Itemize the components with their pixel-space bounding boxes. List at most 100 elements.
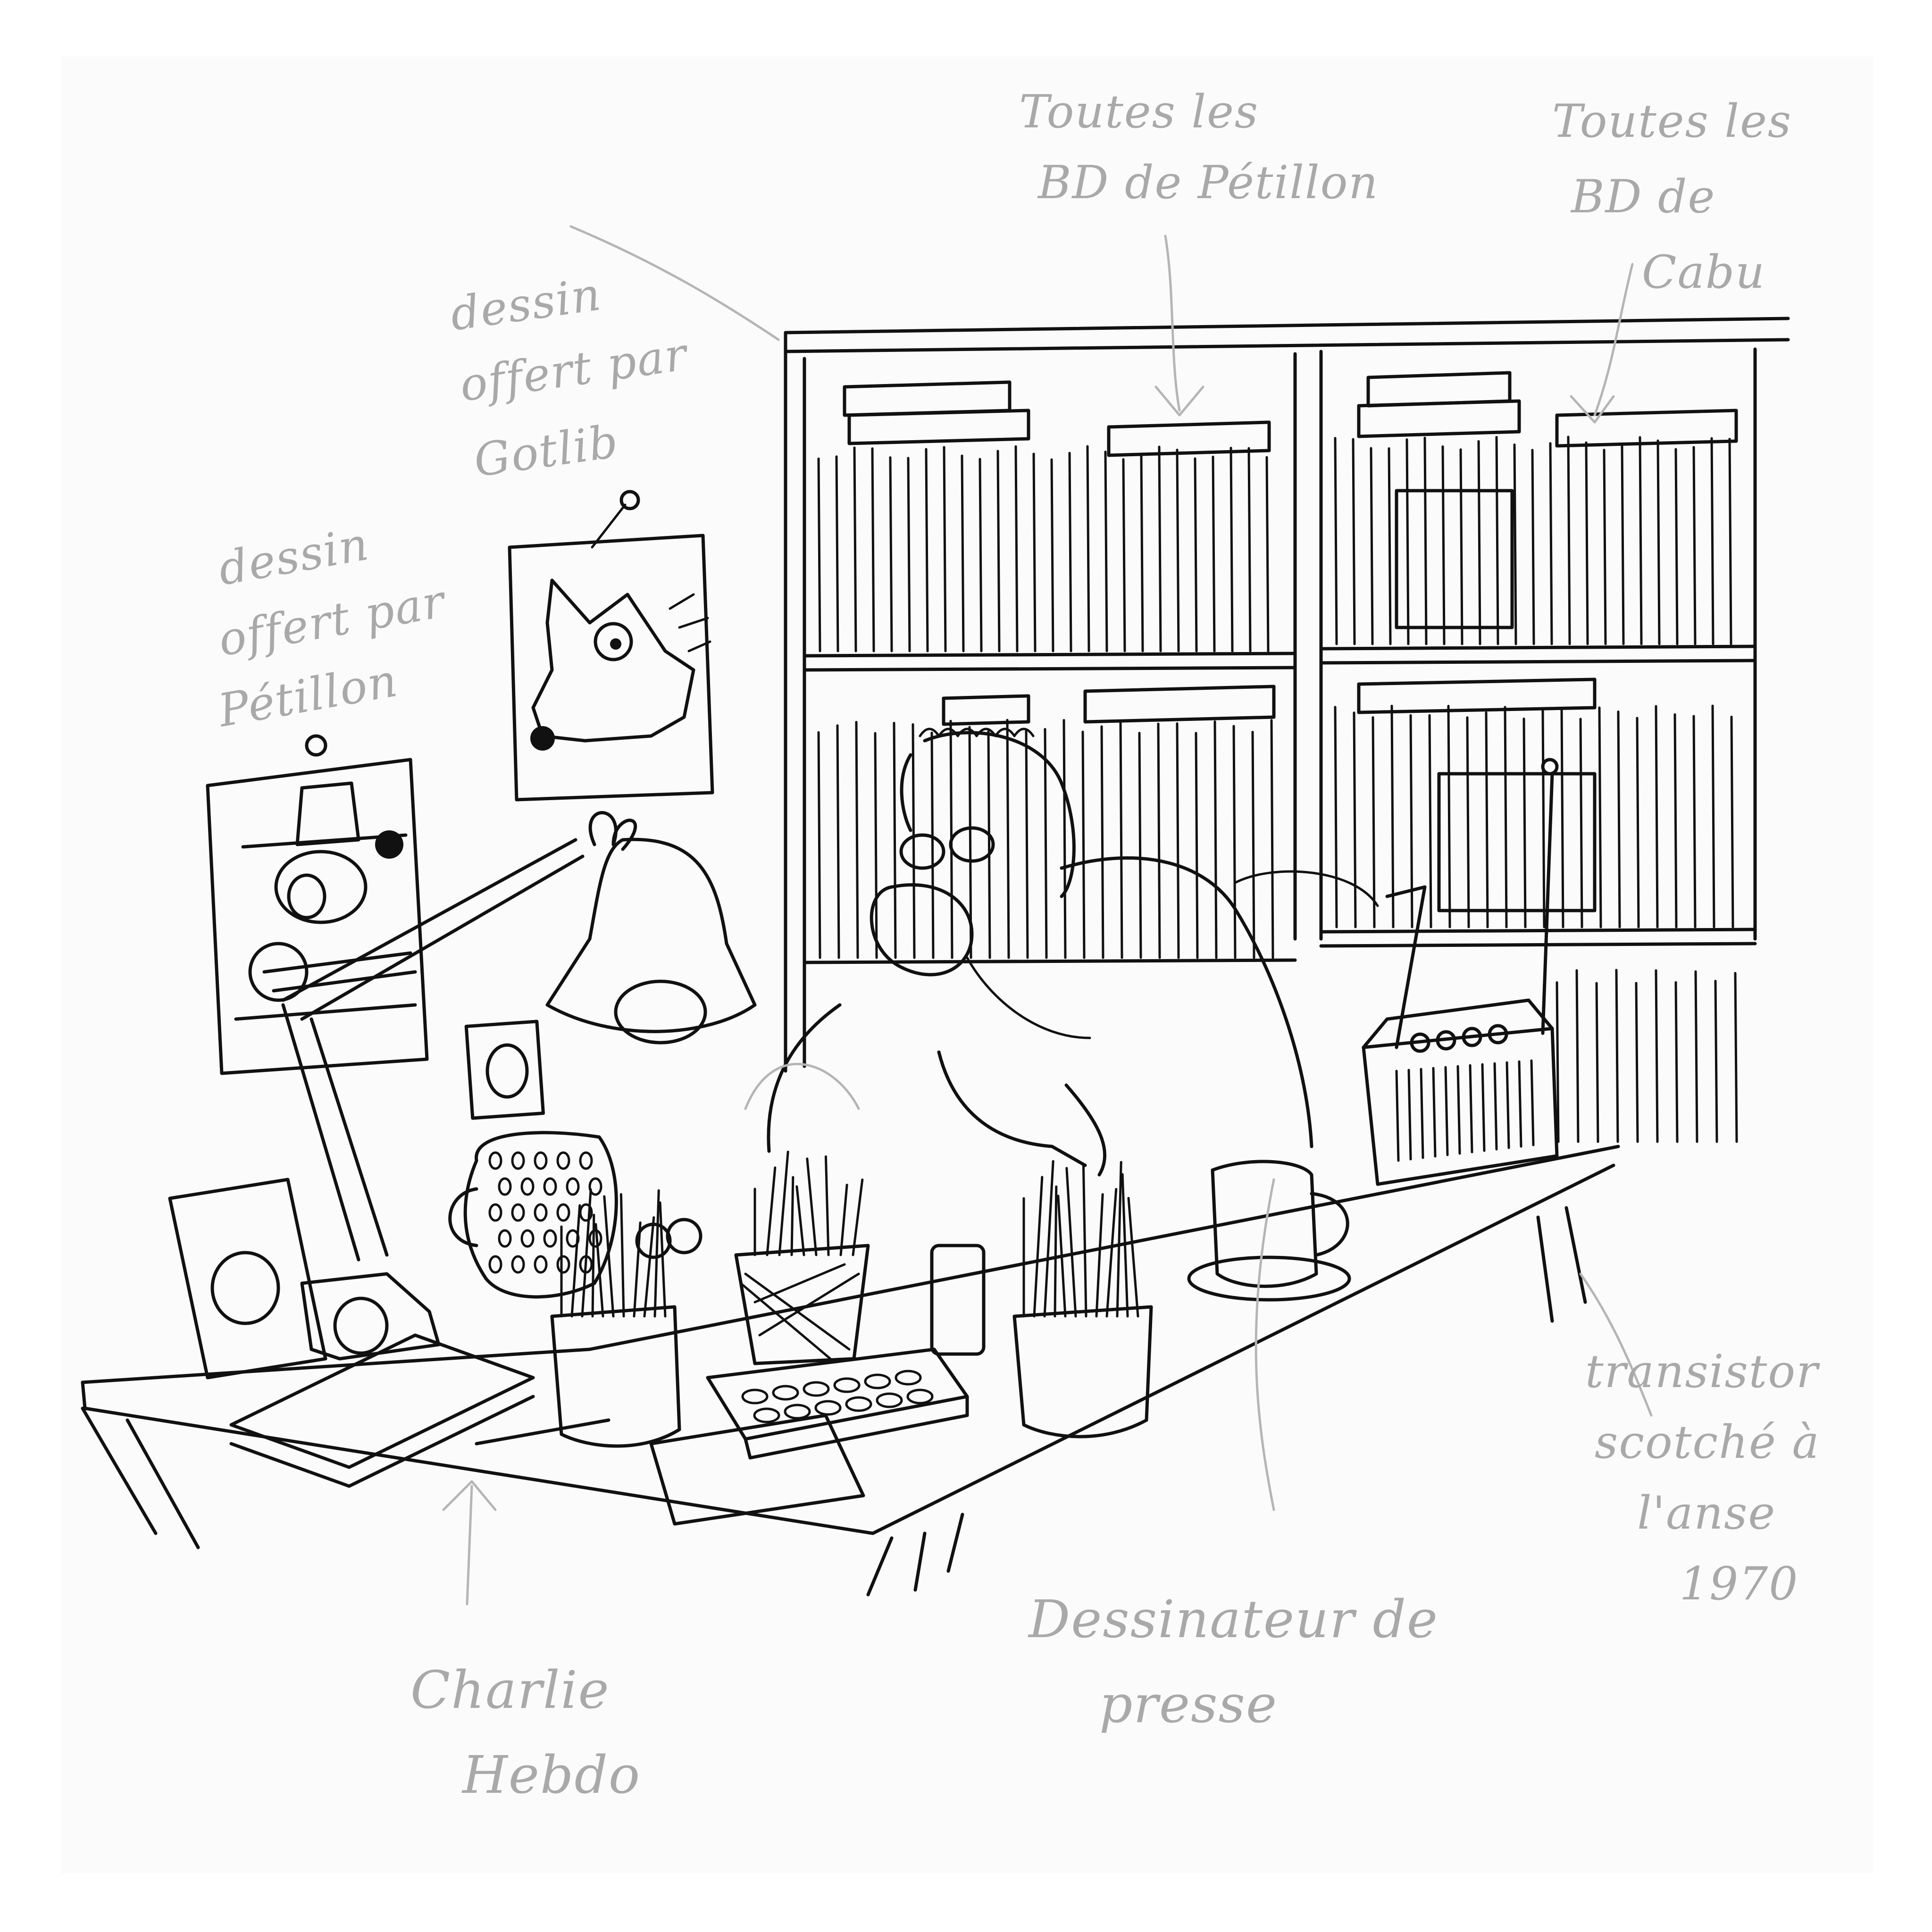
annotation-transistor-line2: scotché à [1595, 1416, 1820, 1469]
annotation-charlie-hebdo: Charlie Hebdo [410, 1660, 640, 1805]
pencil [766, 1166, 777, 1256]
jug-dot [556, 1255, 570, 1274]
paint-pan [803, 1381, 830, 1397]
desk-lamp [248, 811, 757, 1262]
pencil-pots [448, 1131, 1351, 1460]
book-spine [1334, 437, 1338, 645]
book-spine [1176, 722, 1180, 959]
book-spine [1232, 725, 1237, 959]
book-spine [1692, 715, 1697, 928]
book-spine [1195, 732, 1199, 959]
jug-dot [534, 1151, 548, 1170]
book-spine [1370, 447, 1374, 645]
jug-dot [498, 1229, 512, 1248]
pencil [1121, 1173, 1129, 1318]
book-spine [1158, 445, 1162, 652]
jug-dot [511, 1203, 525, 1222]
book-spine [1673, 713, 1678, 928]
pencil [1065, 1167, 1077, 1318]
book-spine [1459, 448, 1464, 645]
book-spine [1334, 706, 1338, 928]
pencil [1095, 1193, 1104, 1318]
book-spine [1655, 969, 1659, 1143]
book-spine [1100, 725, 1104, 959]
book-spine [1485, 711, 1489, 928]
book-spine [1728, 437, 1732, 645]
book-spine [1081, 730, 1086, 959]
book-spine [855, 720, 859, 959]
book-spine [1466, 716, 1470, 928]
book-spine [1409, 714, 1413, 928]
book-spine [1730, 715, 1734, 928]
book-spine [1068, 452, 1072, 652]
book-spine [1390, 704, 1395, 928]
annotation-transistor-line1: transistor [1585, 1345, 1820, 1398]
book-spine [1692, 446, 1697, 645]
pinned-drawing-cowboy [206, 734, 429, 1075]
paper-sheet [61, 57, 1873, 1873]
book-spine [1006, 719, 1010, 959]
book-spine [1213, 720, 1218, 959]
book-spine [996, 450, 1001, 652]
pinned-drawing-small [464, 1020, 545, 1120]
transistor-radio [1362, 758, 1559, 1186]
book-spine [1674, 981, 1679, 1143]
book-spine [1579, 718, 1583, 928]
book-spine [1372, 716, 1376, 928]
book-spine [1710, 437, 1715, 645]
book-spine [1639, 436, 1643, 645]
radio-grille-slot [1407, 1069, 1412, 1161]
pencil [591, 1213, 595, 1318]
radio-grille-slot [1432, 1067, 1437, 1158]
pencil [570, 1204, 581, 1318]
annotation-transistor-line3: l'anse [1637, 1487, 1776, 1539]
annotation-petillon-books-line1: Toutes les [1019, 85, 1259, 138]
bookshelf [784, 317, 1790, 1143]
book-spine [1598, 706, 1602, 928]
book-spine [1014, 445, 1019, 652]
book-spine [1388, 447, 1392, 645]
pencil [1105, 1188, 1118, 1318]
book-spine [1556, 981, 1560, 1143]
book-spine [1656, 439, 1661, 645]
radio-grille-slot [1493, 1062, 1498, 1151]
pencil [852, 1178, 864, 1256]
book-spine [1270, 719, 1274, 959]
book-spine [1194, 457, 1198, 652]
book-spine [871, 447, 875, 652]
paint-pan [845, 1396, 872, 1412]
jug-dot [488, 1203, 502, 1222]
pencil [790, 1176, 795, 1256]
book-spine [1635, 982, 1639, 1143]
paint-pan [784, 1404, 811, 1420]
pencil [1054, 1185, 1058, 1318]
pencil [824, 1155, 830, 1256]
annotation-cabu-books-line3: Cabu [1642, 246, 1765, 299]
pencil [1127, 1197, 1139, 1318]
book-spine [1734, 972, 1738, 1143]
book-spine [889, 456, 893, 652]
jug-dot [534, 1203, 548, 1222]
book-spine [1567, 435, 1571, 645]
annotation-transistor-line4: 1970 [1680, 1557, 1798, 1610]
book-spine [1603, 449, 1607, 645]
pencil [1057, 1195, 1067, 1318]
book-spine [1251, 731, 1255, 959]
pencil [653, 1189, 660, 1318]
book-spine [1405, 438, 1410, 645]
book-spine [1062, 719, 1067, 959]
book-spine [1531, 449, 1535, 645]
book-spine [817, 457, 821, 652]
book-spine [1265, 456, 1270, 652]
book-spine [1247, 447, 1252, 652]
jug-dot [543, 1177, 557, 1196]
book-spine [979, 458, 983, 652]
book-spine [1044, 728, 1048, 959]
pencil [795, 1185, 805, 1256]
pencil [633, 1221, 642, 1318]
jug-dot [534, 1255, 548, 1274]
annotation-transistor: transistor scotché à l'anse 1970 [1585, 1345, 1820, 1610]
pencil [839, 1183, 848, 1256]
book-spine [1541, 709, 1546, 928]
